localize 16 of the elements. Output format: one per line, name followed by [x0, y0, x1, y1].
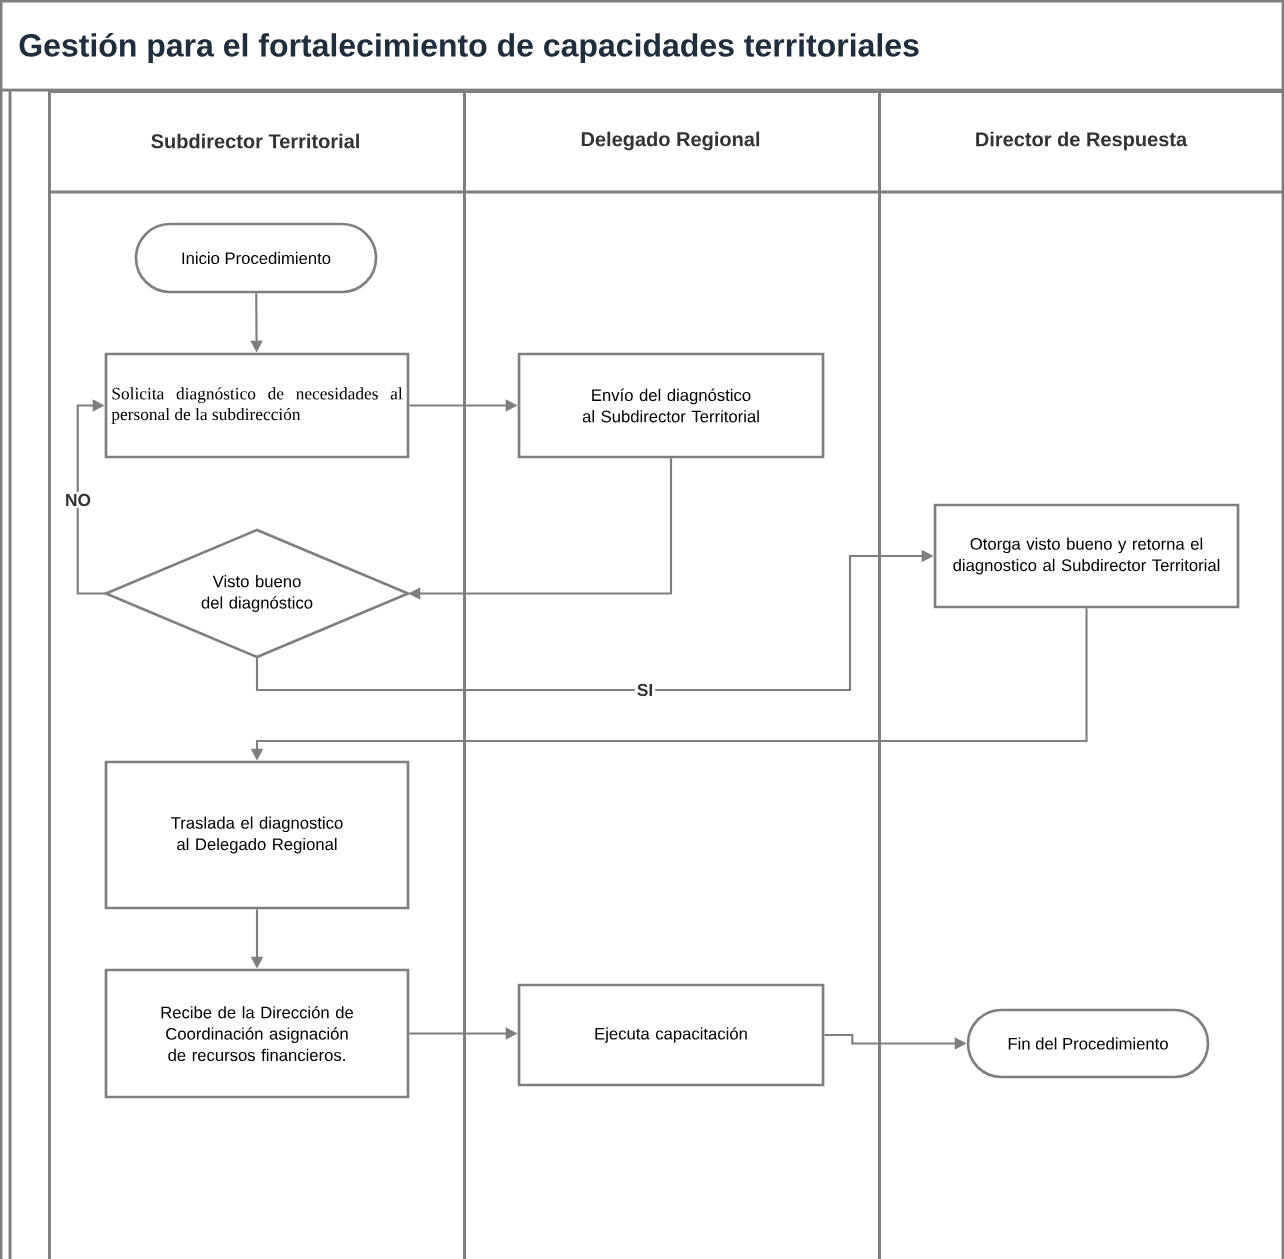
- swimlane: [878, 90, 1284, 1259]
- process-box: Traslada el diagnostico al Delegado Regional: [104, 760, 410, 910]
- process-box: Envío del diagnóstico al Subdirector Territorial: [517, 352, 825, 459]
- process-box: Solicita diagnóstico de necesidades al personal de la subdirección: [104, 352, 410, 459]
- title: Gestión para el fortalecimiento de capacidades territoriales: [19, 32, 919, 64]
- edge-label: NO: [63, 491, 93, 509]
- lane-header: Delegado Regional: [581, 131, 760, 151]
- swimlane: [48, 90, 466, 1259]
- swimlane: [463, 90, 881, 1259]
- process-box: Ejecuta capacitación: [517, 983, 825, 1087]
- lane-header: Director de Respuesta: [976, 131, 1188, 151]
- process-box: Recibe de la Dirección de Coordinación asignación de recursos financieros.: [104, 968, 410, 1099]
- lane-header: Subdirector Territorial: [151, 133, 359, 149]
- edge-label: SI: [634, 681, 656, 699]
- process-box: Otorga visto bueno y retorna el diagnostico al Subdirector Territorial: [933, 503, 1240, 609]
- arrow: [76, 399, 106, 595]
